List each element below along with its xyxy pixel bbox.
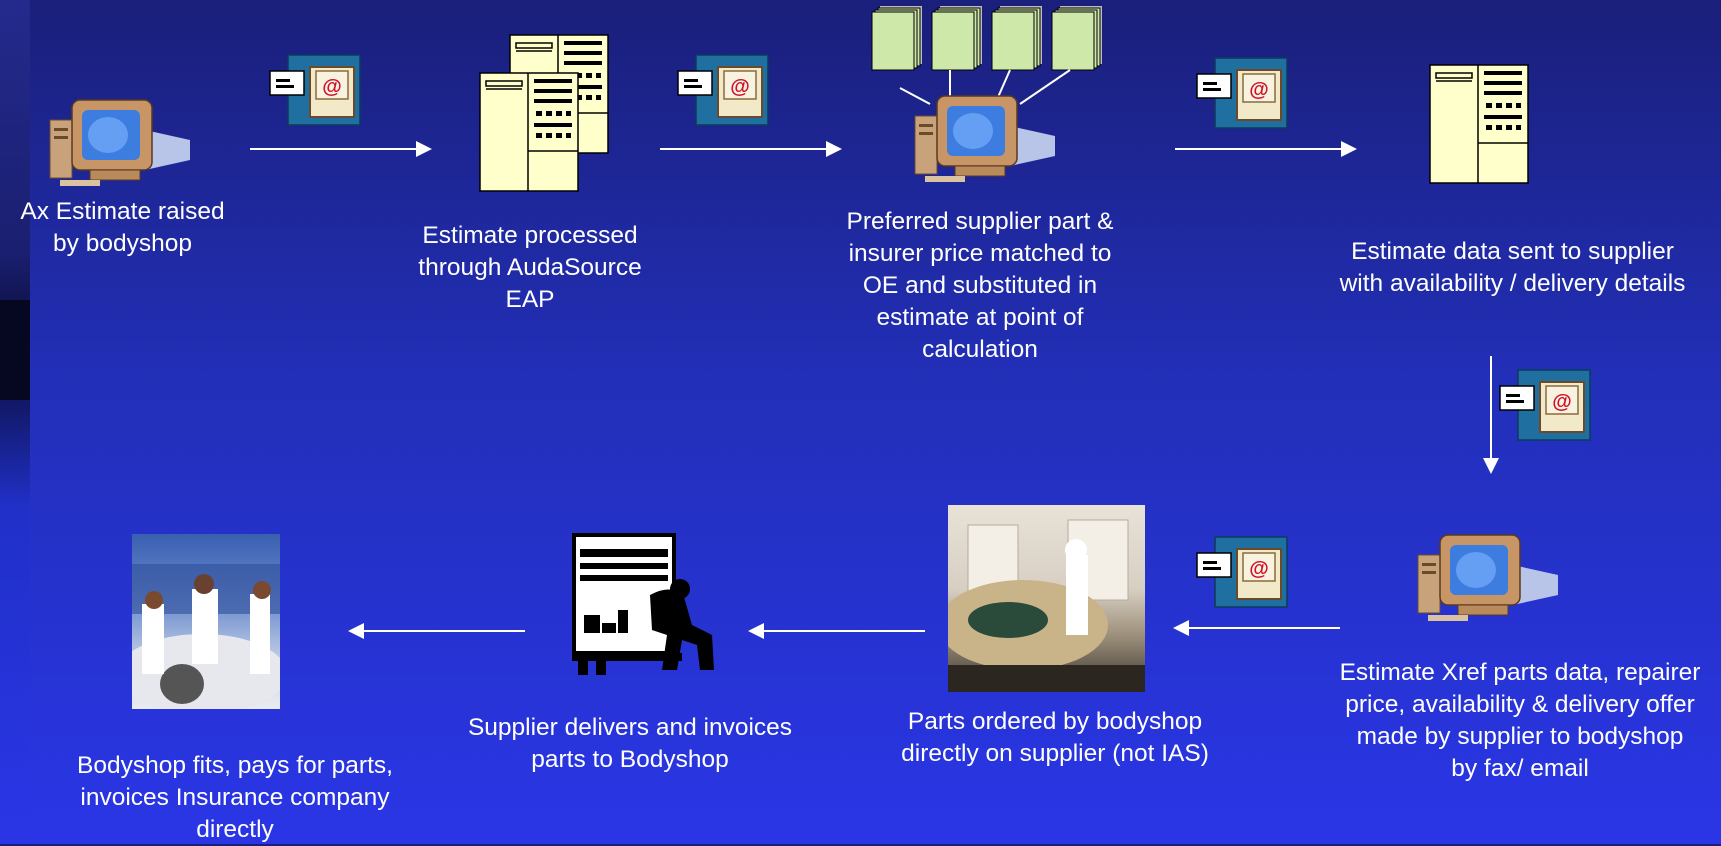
document-icon [1429, 64, 1529, 184]
truck-icon [572, 533, 714, 675]
computer-icon [1417, 534, 1559, 622]
flow-arrow-4 [1173, 620, 1340, 636]
mechanics-photo [132, 534, 280, 709]
email-icon [269, 54, 361, 126]
email-icon [677, 54, 769, 126]
email-icon [1196, 57, 1288, 129]
flow-arrow-6 [348, 623, 525, 639]
document-icon [479, 34, 609, 192]
flow-arrow-3 [1175, 141, 1357, 157]
step-1-label: Ax Estimate raised by bodyshop [20, 198, 225, 257]
flow-arrow-2 [660, 141, 842, 157]
step-8-label: Bodyshop fits, pays for parts, invoices … [77, 752, 393, 843]
step-7-label: Supplier delivers and invoices parts to … [467, 714, 793, 773]
step-5-label: Estimate Xref parts data, repairer price… [1339, 659, 1701, 782]
left-accent-bar [0, 0, 30, 844]
flow-arrow-1 [250, 141, 432, 157]
flow-arrow-5 [748, 623, 925, 639]
step-4-label: Estimate data sent to supplier with avai… [1339, 238, 1686, 297]
step-6-label: Parts ordered by bodyshop directly on su… [901, 708, 1209, 767]
step-2-label: Estimate processed through AudaSource EA… [418, 222, 642, 313]
computer-icon [914, 95, 1056, 183]
flow-arrow-down [1483, 356, 1499, 474]
email-icon [1499, 369, 1591, 441]
computer-icon [49, 99, 191, 187]
paint-booth-photo [948, 505, 1145, 692]
step-3-label: Preferred supplier part & insurer price … [846, 208, 1114, 363]
email-icon [1196, 536, 1288, 608]
supplier-stacks [871, 5, 1103, 105]
